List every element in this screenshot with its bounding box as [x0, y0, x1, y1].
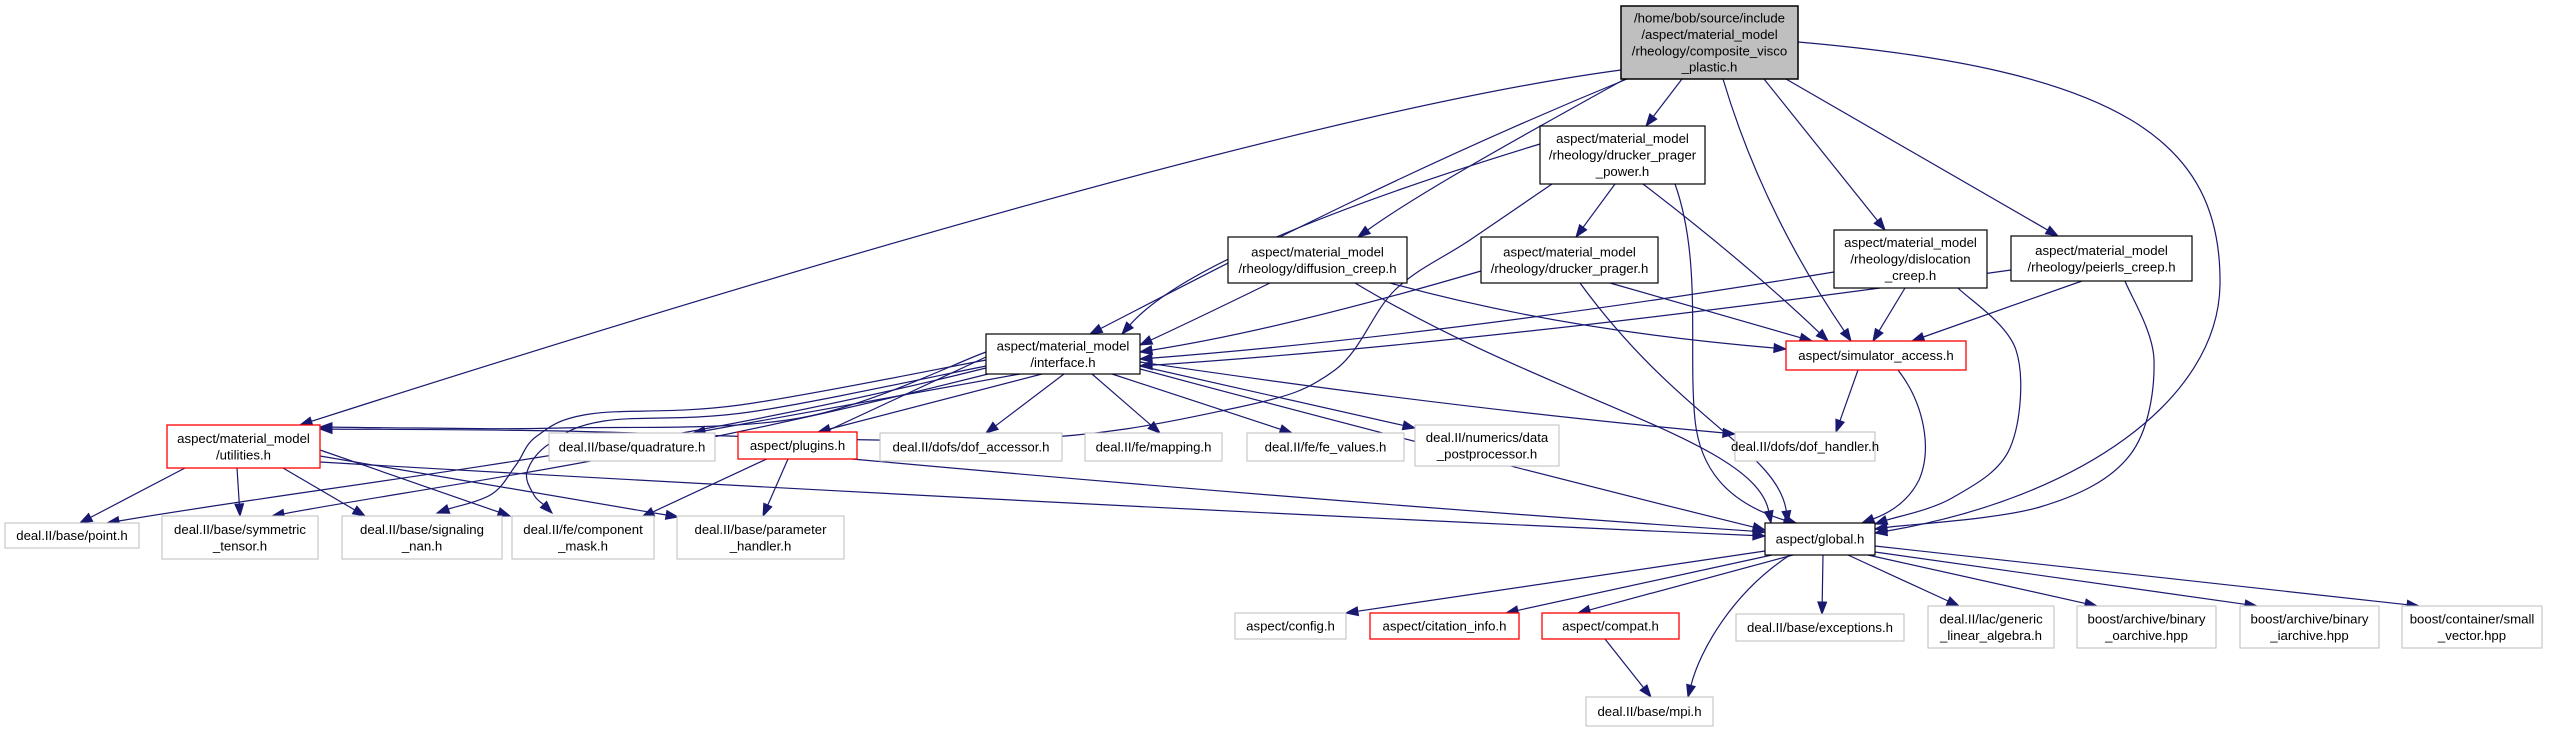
svg-text:_oarchive.hpp: _oarchive.hpp: [2104, 628, 2188, 643]
svg-text:/interface.h: /interface.h: [1030, 355, 1095, 370]
svg-text:deal.II/base/quadrature.h: deal.II/base/quadrature.h: [559, 440, 706, 455]
svg-text:aspect/simulator_access.h: aspect/simulator_access.h: [1798, 348, 1953, 363]
svg-text:deal.II/lac/generic: deal.II/lac/generic: [1939, 611, 2043, 626]
svg-text:boost/archive/binary: boost/archive/binary: [2087, 611, 2205, 626]
svg-text:_linear_algebra.h: _linear_algebra.h: [1939, 628, 2042, 643]
svg-text:deal.II/fe/mapping.h: deal.II/fe/mapping.h: [1096, 440, 1212, 455]
svg-text:deal.II/base/symmetric: deal.II/base/symmetric: [174, 522, 306, 537]
svg-text:/rheology/drucker_prager: /rheology/drucker_prager: [1549, 148, 1697, 163]
svg-text:/home/bob/source/include: /home/bob/source/include: [1634, 11, 1785, 26]
svg-text:aspect/material_model: aspect/material_model: [1556, 131, 1689, 146]
svg-text:_handler.h: _handler.h: [729, 538, 792, 553]
svg-text:deal.II/base/mpi.h: deal.II/base/mpi.h: [1597, 704, 1701, 719]
svg-text:deal.II/fe/fe_values.h: deal.II/fe/fe_values.h: [1265, 440, 1387, 455]
svg-text:/utilities.h: /utilities.h: [216, 447, 271, 462]
svg-text:aspect/material_model: aspect/material_model: [1844, 235, 1977, 250]
svg-text:_nan.h: _nan.h: [401, 538, 442, 553]
svg-text:aspect/config.h: aspect/config.h: [1246, 619, 1335, 634]
svg-text:deal.II/dofs/dof_accessor.h: deal.II/dofs/dof_accessor.h: [893, 440, 1050, 455]
svg-text:aspect/material_model: aspect/material_model: [997, 338, 1130, 353]
svg-text:_postprocessor.h: _postprocessor.h: [1436, 446, 1537, 461]
svg-text:/rheology/peierls_creep.h: /rheology/peierls_creep.h: [2027, 259, 2175, 274]
svg-text:boost/container/small: boost/container/small: [2410, 611, 2535, 626]
svg-text:aspect/global.h: aspect/global.h: [1776, 532, 1865, 547]
svg-text:_plastic.h: _plastic.h: [1681, 60, 1738, 75]
svg-text:aspect/plugins.h: aspect/plugins.h: [750, 438, 845, 453]
svg-text:/rheology/diffusion_creep.h: /rheology/diffusion_creep.h: [1238, 261, 1396, 276]
svg-text:deal.II/fe/component: deal.II/fe/component: [523, 522, 643, 537]
svg-text:deal.II/base/signaling: deal.II/base/signaling: [360, 522, 484, 537]
svg-text:deal.II/base/exceptions.h: deal.II/base/exceptions.h: [1747, 620, 1893, 635]
svg-text:boost/archive/binary: boost/archive/binary: [2250, 611, 2368, 626]
svg-text:/rheology/drucker_prager.h: /rheology/drucker_prager.h: [1491, 261, 1649, 276]
svg-text:aspect/material_model: aspect/material_model: [1251, 244, 1384, 259]
svg-text:/rheology/dislocation: /rheology/dislocation: [1850, 252, 1970, 267]
svg-text:_vector.hpp: _vector.hpp: [2437, 628, 2506, 643]
svg-text:/aspect/material_model: /aspect/material_model: [1641, 27, 1777, 42]
svg-text:_creep.h: _creep.h: [1884, 268, 1936, 283]
svg-text:deal.II/dofs/dof_handler.h: deal.II/dofs/dof_handler.h: [1731, 439, 1879, 454]
svg-text:/rheology/composite_visco: /rheology/composite_visco: [1632, 43, 1787, 58]
svg-text:aspect/material_model: aspect/material_model: [1503, 244, 1636, 259]
svg-text:_power.h: _power.h: [1595, 164, 1650, 179]
svg-text:_tensor.h: _tensor.h: [212, 538, 267, 553]
svg-text:aspect/citation_info.h: aspect/citation_info.h: [1383, 619, 1507, 634]
svg-text:_iarchive.hpp: _iarchive.hpp: [2269, 628, 2348, 643]
svg-text:deal.II/numerics/data: deal.II/numerics/data: [1426, 430, 1549, 445]
svg-text:deal.II/base/point.h: deal.II/base/point.h: [16, 528, 127, 543]
svg-text:deal.II/base/parameter: deal.II/base/parameter: [695, 522, 828, 537]
svg-text:aspect/compat.h: aspect/compat.h: [1562, 619, 1659, 634]
svg-text:aspect/material_model: aspect/material_model: [177, 431, 310, 446]
svg-text:_mask.h: _mask.h: [557, 538, 608, 553]
svg-text:aspect/material_model: aspect/material_model: [2035, 243, 2168, 258]
